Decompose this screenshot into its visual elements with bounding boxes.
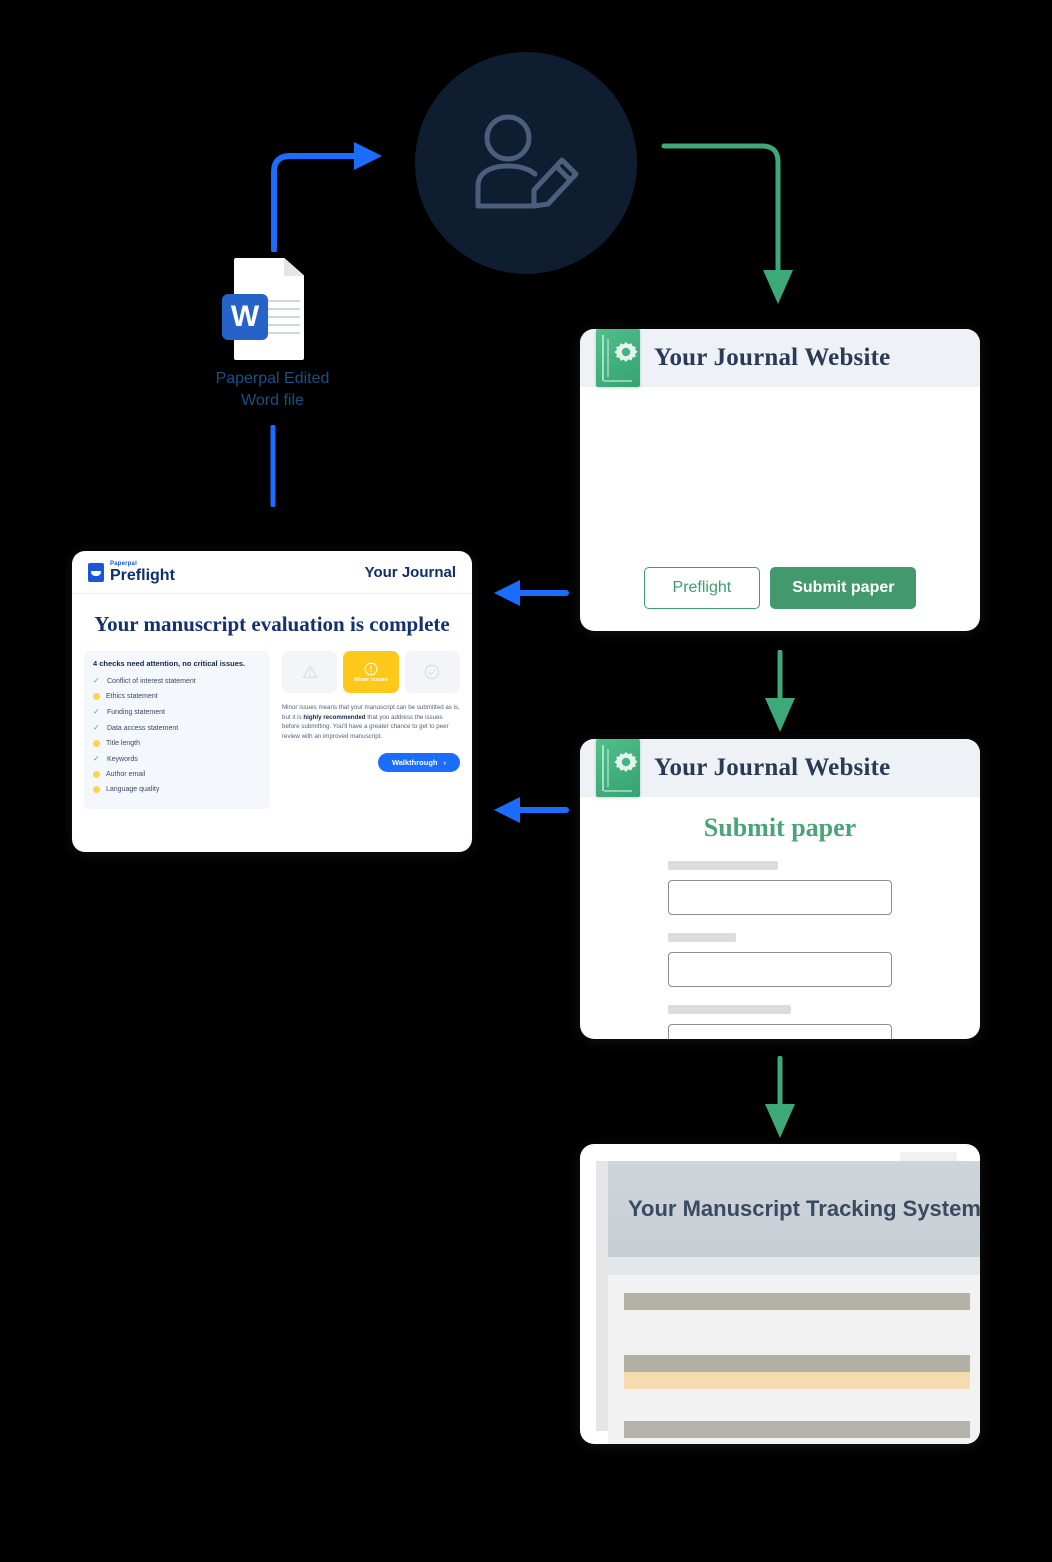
list-item: ✓ Keywords <box>93 755 261 763</box>
journal-website-card: Your Journal Website Preflight Submit pa… <box>580 329 980 631</box>
table-row <box>624 1355 970 1372</box>
arrow-form-to-preflight <box>494 797 569 823</box>
user-edit-icon <box>475 114 579 209</box>
check-warn-icon <box>93 786 100 793</box>
arrow-journal-to-preflight <box>494 580 569 606</box>
table-row <box>624 1421 970 1438</box>
window-edge <box>596 1161 608 1431</box>
exclamation-circle-icon <box>364 662 378 675</box>
preflight-button[interactable]: Preflight <box>643 567 761 609</box>
form-field-input-3[interactable] <box>668 1024 892 1039</box>
list-item: ✓ Data access statement <box>93 724 261 732</box>
check-warn-icon <box>93 771 100 778</box>
arrow-author-to-journal <box>661 143 793 304</box>
arrow-word-to-author <box>271 142 382 252</box>
document-text-lines <box>250 300 300 340</box>
submit-form-header: Your Journal Website <box>580 739 980 797</box>
check-warn-icon <box>93 740 100 747</box>
status-description: Minor issues means that your manuscript … <box>282 703 460 741</box>
list-item: ✓ Conflict of interest statement <box>93 677 261 685</box>
check-label: Author email <box>106 771 146 778</box>
walkthrough-button[interactable]: Walkthrough › <box>377 753 460 772</box>
preflight-content: 4 checks need attention, no critical iss… <box>72 651 472 809</box>
check-pass-icon: ✓ <box>93 676 100 685</box>
warning-triangle-icon <box>302 665 317 678</box>
status-tiles: Minor issues <box>282 651 460 693</box>
table-row-highlight <box>624 1372 970 1389</box>
tracking-body <box>608 1275 980 1444</box>
word-file-label-line1: Paperpal Edited <box>215 370 330 387</box>
check-label: Ethics statement <box>106 693 158 700</box>
gear-icon <box>614 342 638 362</box>
check-label: Keywords <box>107 755 138 763</box>
gear-icon <box>614 752 638 772</box>
arrow-form-to-tracking <box>765 1056 795 1138</box>
status-tile-minor[interactable]: Minor issues <box>343 651 399 693</box>
check-circle-icon <box>425 664 440 680</box>
word-file-label-line2: Word file <box>241 392 304 409</box>
form-field-input-1[interactable] <box>668 880 892 915</box>
list-item: Author email <box>93 771 261 778</box>
journal-cover-icon <box>596 739 640 797</box>
connector-word-to-preflight <box>270 425 276 507</box>
form-field-input-2[interactable] <box>668 952 892 987</box>
status-tile-none[interactable] <box>404 651 460 693</box>
status-panel: Minor issues Minor issues means that you… <box>282 651 460 809</box>
submit-form-title: Your Journal Website <box>654 754 891 781</box>
status-tile-critical[interactable] <box>282 651 338 693</box>
check-label: Language quality <box>106 786 160 793</box>
check-warn-icon <box>93 693 100 700</box>
word-file-icon: W <box>222 258 322 368</box>
submit-paper-card: Your Journal Website Submit paper <box>580 739 980 1039</box>
preflight-heading: Your manuscript evaluation is complete <box>94 612 450 636</box>
list-item: Ethics statement <box>93 693 261 700</box>
checks-panel: 4 checks need attention, no critical iss… <box>84 651 270 809</box>
tracking-system-card: Your Manuscript Tracking System <box>580 1144 980 1444</box>
word-file-label: Paperpal Edited Word file <box>170 368 375 412</box>
journal-website-title: Your Journal Website <box>654 344 891 371</box>
list-item: ✓ Funding statement <box>93 708 261 716</box>
preflight-wordmark: Preflight <box>110 567 175 584</box>
submit-paper-button[interactable]: Submit paper <box>770 567 917 609</box>
chevron-right-icon: › <box>443 758 447 767</box>
paperpal-preflight-logo: Paperpal Preflight <box>88 560 175 584</box>
form-field-label-1 <box>668 861 778 870</box>
check-label: Funding statement <box>107 708 165 716</box>
journal-website-header: Your Journal Website <box>580 329 980 387</box>
submit-paper-heading: Submit paper <box>703 813 857 842</box>
tracking-window: Your Manuscript Tracking System <box>596 1161 980 1444</box>
form-field-label-3 <box>668 1005 791 1014</box>
checks-summary: 4 checks need attention, no critical iss… <box>93 659 246 668</box>
tracking-subbar <box>608 1257 980 1275</box>
table-row <box>624 1293 970 1310</box>
journal-website-actions: Preflight Submit paper <box>580 567 980 609</box>
check-label: Data access statement <box>107 724 179 732</box>
walkthrough-button-label: Walkthrough <box>391 758 438 767</box>
paperpal-mark-icon <box>88 562 104 582</box>
check-label: Title length <box>106 740 140 747</box>
tracking-header: Your Manuscript Tracking System <box>608 1161 980 1257</box>
preflight-header: Paperpal Preflight Your Journal <box>72 551 472 594</box>
check-pass-icon: ✓ <box>93 723 100 732</box>
status-tile-minor-label: Minor issues <box>354 676 388 683</box>
journal-cover-icon <box>596 329 640 387</box>
desc-emphasis: highly recommended <box>303 713 366 721</box>
form-field-label-2 <box>668 933 736 942</box>
paperpal-wordmark: Paperpal <box>110 561 137 567</box>
check-label: Conflict of interest statement <box>107 677 196 685</box>
tracking-system-title: Your Manuscript Tracking System <box>628 1196 980 1221</box>
desc-part-2: that you address the issues before submi… <box>282 713 449 740</box>
word-logo: W <box>222 294 268 340</box>
journal-name: Your Journal <box>364 563 456 581</box>
check-pass-icon: ✓ <box>93 707 100 716</box>
list-item: Language quality <box>93 786 261 793</box>
check-pass-icon: ✓ <box>93 754 100 763</box>
author-avatar-circle <box>415 52 637 274</box>
list-item: Title length <box>93 740 261 747</box>
preflight-report-card: Paperpal Preflight Your Journal Your man… <box>72 551 472 852</box>
arrow-journal-to-form <box>765 650 795 732</box>
desc-part-1: Minor issues means that your manuscript … <box>282 704 460 721</box>
